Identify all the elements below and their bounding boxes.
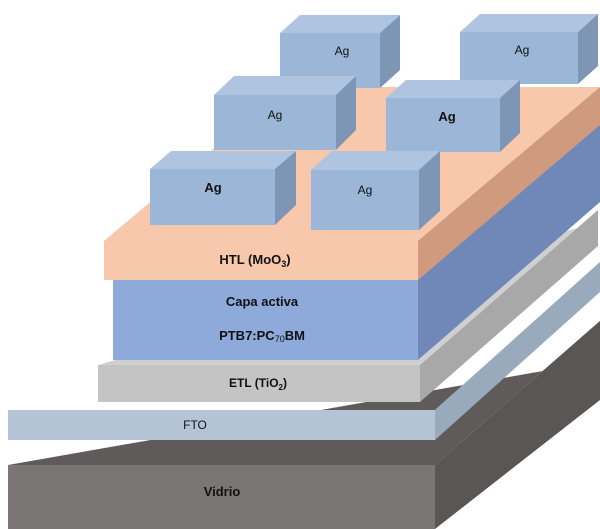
vidrio-front-face <box>8 465 435 529</box>
ag-label: Ag <box>335 44 350 58</box>
ag-top-face <box>311 151 440 170</box>
ag-electrode-front-left: Ag <box>150 151 296 225</box>
ag-electrode-front-right: Ag <box>311 151 440 230</box>
ag-electrode-back-right: Ag <box>460 14 598 84</box>
active-side-face <box>418 120 600 360</box>
ag-top-face <box>460 14 598 32</box>
ag-top-face <box>150 151 296 169</box>
ag-side-face <box>500 80 520 152</box>
ag-top-face <box>214 76 356 95</box>
ag-label: Ag <box>438 109 455 124</box>
ag-label: Ag <box>358 183 373 197</box>
ag-top-face <box>280 15 400 33</box>
layer-fto: FTO <box>8 262 600 440</box>
ag-label: Ag <box>204 180 221 195</box>
ag-side-face <box>336 76 356 150</box>
ag-electrode-mid-left: Ag <box>214 76 356 150</box>
layer-vidrio: Vidrio <box>8 321 600 529</box>
etl-label: ETL (TiO2) <box>229 376 287 392</box>
vidrio-label: Vidrio <box>204 484 241 499</box>
fto-label: FTO <box>183 418 207 432</box>
ag-electrode-mid-right: Ag <box>386 80 520 152</box>
ag-front-face <box>150 169 275 225</box>
ag-front-face <box>214 95 336 150</box>
etl-front-face <box>98 365 420 402</box>
active-label-line2: PTB7:PC70BM <box>219 328 305 344</box>
ag-side-face <box>419 151 440 230</box>
ag-side-face <box>380 15 400 88</box>
ag-label: Ag <box>515 43 530 57</box>
active-front-face <box>113 280 418 360</box>
fto-front-face <box>8 410 435 440</box>
ag-side-face <box>578 14 598 84</box>
active-label-line1: Capa activa <box>226 294 299 309</box>
ag-front-face <box>460 32 578 84</box>
ag-top-face <box>386 80 520 98</box>
vidrio-side-face <box>435 321 600 529</box>
ag-front-face <box>311 170 419 230</box>
ag-side-face <box>275 151 296 225</box>
fto-side-face <box>435 262 600 440</box>
vidrio-top-face <box>8 321 600 465</box>
htl-label: HTL (MoO3) <box>219 252 290 269</box>
ag-label: Ag <box>268 108 283 122</box>
ag-front-face <box>386 98 500 152</box>
htl-front-face <box>104 241 418 280</box>
etl-side-face <box>420 210 598 402</box>
htl-side-face <box>418 87 600 280</box>
